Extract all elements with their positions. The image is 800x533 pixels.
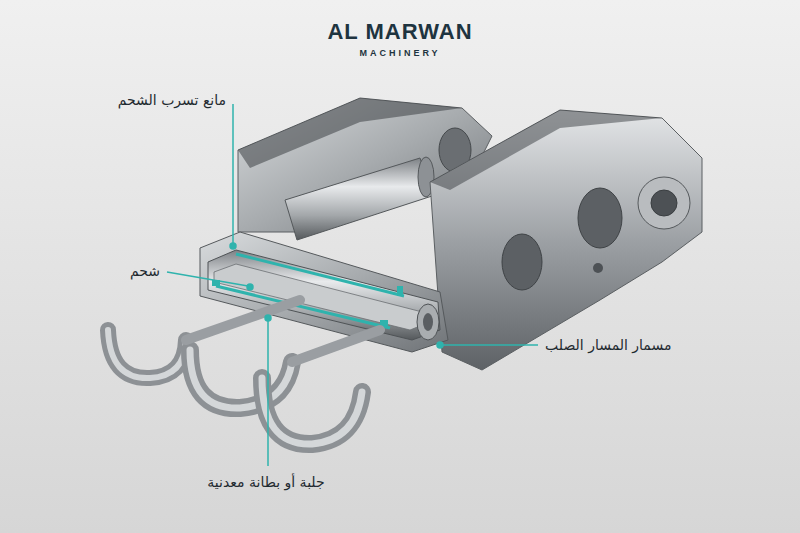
grease-seal-highlight <box>236 254 404 296</box>
link-plate <box>430 110 702 370</box>
brand-subtitle: MACHINERY <box>359 48 440 58</box>
bushing-cylinder <box>285 157 434 240</box>
brand-name: AL MARWAN <box>327 19 472 45</box>
part-label: جلبة أو بطانة معدنية <box>207 474 324 490</box>
leader-lines <box>167 104 538 466</box>
cutaway-plate <box>200 232 448 352</box>
pin-section <box>208 250 440 340</box>
part-label: مانع تسرب الشحم <box>118 92 226 108</box>
part-label: شحم <box>130 263 160 279</box>
link-hooks <box>108 300 380 444</box>
part-label: مسمار المسار الصلب <box>545 337 671 353</box>
